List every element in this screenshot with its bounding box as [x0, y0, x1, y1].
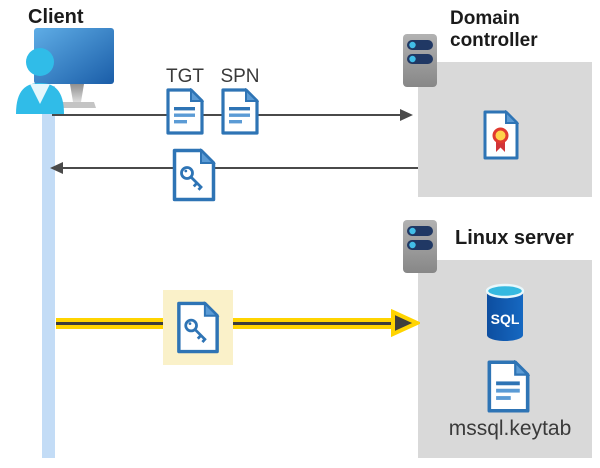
- response-arrow-head-icon: [50, 162, 63, 174]
- key-ticket-highlighted-document-icon: [177, 301, 220, 354]
- response-arrow-line: [60, 167, 418, 169]
- tgt-ticket-document-icon: [166, 88, 204, 135]
- keytab-filename-label: mssql.keytab: [448, 417, 572, 440]
- client-computer-icon: [16, 28, 114, 114]
- sql-database-icon: SQL: [485, 283, 525, 341]
- client-lifeline: [42, 86, 55, 458]
- tgt-label: TGT: [166, 66, 204, 87]
- linux-server-icon: [403, 220, 437, 273]
- spn-label: SPN: [220, 66, 260, 87]
- sql-badge-text: SQL: [491, 311, 520, 327]
- domain-controller-label: Domain controller: [450, 8, 538, 52]
- keytab-document-icon: [487, 360, 530, 413]
- auth-arrow-head-icon: [391, 309, 420, 337]
- certificate-icon: [483, 110, 519, 160]
- client-label: Client: [28, 6, 84, 28]
- request-arrow-head-icon: [400, 109, 413, 121]
- spn-ticket-document-icon: [221, 88, 259, 135]
- key-ticket-document-icon: [172, 148, 216, 202]
- domain-controller-server-icon: [403, 34, 437, 87]
- linux-server-label: Linux server: [455, 227, 574, 249]
